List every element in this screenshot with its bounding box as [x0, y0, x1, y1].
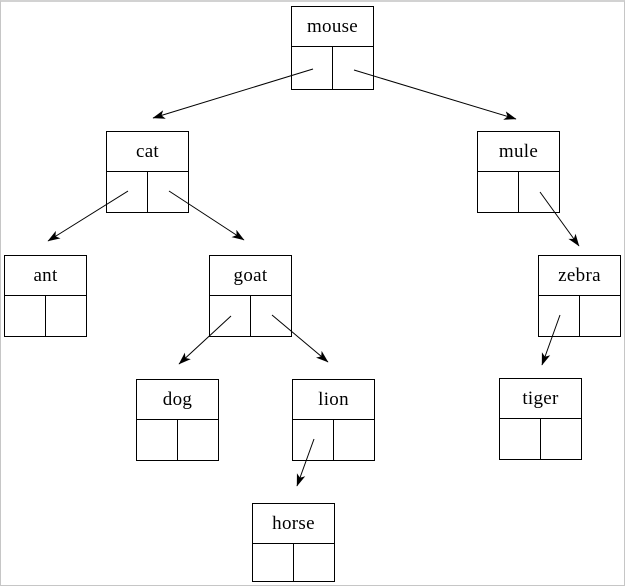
right-pointer-cell-zebra — [580, 296, 620, 336]
left-pointer-cell-goat — [210, 296, 251, 336]
left-pointer-cell-horse — [253, 544, 294, 581]
pointer-cells-zebra — [539, 296, 620, 336]
node-label-dog: dog — [137, 380, 218, 420]
node-label-lion: lion — [293, 380, 374, 420]
tree-node-mule: mule — [477, 131, 560, 213]
node-label-cat: cat — [107, 132, 188, 172]
left-pointer-cell-mouse — [292, 47, 333, 89]
tree-node-tiger: tiger — [499, 378, 582, 460]
right-pointer-cell-goat — [251, 296, 291, 336]
pointer-cells-lion — [293, 420, 374, 460]
left-pointer-cell-lion — [293, 420, 334, 460]
pointer-cells-goat — [210, 296, 291, 336]
tree-node-goat: goat — [209, 255, 292, 337]
node-label-zebra: zebra — [539, 256, 620, 296]
right-pointer-cell-mouse — [333, 47, 373, 89]
tree-node-dog: dog — [136, 379, 219, 461]
left-pointer-cell-dog — [137, 420, 178, 460]
pointer-cells-tiger — [500, 419, 581, 459]
pointer-cells-mouse — [292, 47, 373, 89]
tree-node-horse: horse — [252, 503, 335, 582]
tree-node-zebra: zebra — [538, 255, 621, 337]
left-pointer-cell-zebra — [539, 296, 580, 336]
node-label-tiger: tiger — [500, 379, 581, 419]
pointer-cells-mule — [478, 172, 559, 212]
pointer-cells-horse — [253, 544, 334, 581]
node-label-ant: ant — [5, 256, 86, 296]
node-label-mouse: mouse — [292, 7, 373, 47]
node-label-goat: goat — [210, 256, 291, 296]
left-pointer-cell-tiger — [500, 419, 541, 459]
left-pointer-cell-cat — [107, 172, 148, 212]
left-pointer-cell-mule — [478, 172, 519, 212]
right-pointer-cell-ant — [46, 296, 86, 336]
right-pointer-cell-horse — [294, 544, 334, 581]
tree-node-cat: cat — [106, 131, 189, 213]
right-pointer-cell-tiger — [541, 419, 581, 459]
tree-node-lion: lion — [292, 379, 375, 461]
right-pointer-cell-mule — [519, 172, 559, 212]
pointer-cells-ant — [5, 296, 86, 336]
right-pointer-cell-dog — [178, 420, 218, 460]
tree-node-mouse: mouse — [291, 6, 374, 90]
left-pointer-cell-ant — [5, 296, 46, 336]
right-pointer-cell-cat — [148, 172, 188, 212]
pointer-cells-dog — [137, 420, 218, 460]
node-label-horse: horse — [253, 504, 334, 544]
tree-node-ant: ant — [4, 255, 87, 337]
pointer-cells-cat — [107, 172, 188, 212]
right-pointer-cell-lion — [334, 420, 374, 460]
node-label-mule: mule — [478, 132, 559, 172]
